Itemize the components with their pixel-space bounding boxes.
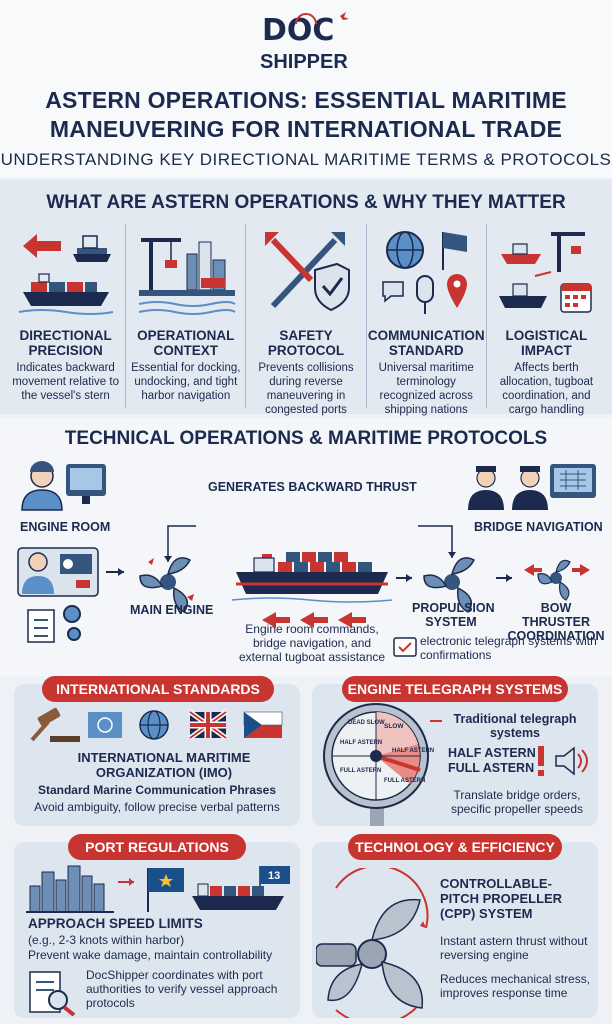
what-are-astern-section: WHAT ARE ASTERN OPERATIONS & WHY THEY MA… — [0, 180, 612, 430]
docshipper-logo: DOC SHIPPER — [256, 10, 356, 76]
monitor-check-icon — [393, 637, 417, 657]
document-magnifier-icon — [29, 971, 76, 1016]
page-subtitle: UNDERSTANDING KEY DIRECTIONAL MARITIME T… — [0, 150, 612, 169]
card3-text: Prevents collisions during reverse maneu… — [258, 362, 354, 416]
card2-text: Essential for docking, undocking, and ti… — [131, 362, 241, 402]
cpp-title: CONTROLLABLE-PITCH PROPELLER (CPP) SYSTE… — [440, 876, 563, 921]
engine-telegraph-pill: ENGINE TELEGRAPH SYSTEMS — [342, 676, 568, 702]
speed-example-text: (e.g., 2-3 knots within harbor) — [28, 933, 185, 947]
port-ship-icon: 13 — [192, 866, 290, 910]
technical-operations-section: TECHNICAL OPERATIONS & MARITIME PROTOCOL… — [0, 418, 612, 676]
header: DOC SHIPPER ASTERN OPERATIONS: ESSENTIAL… — [0, 0, 612, 178]
un-flag-icon — [88, 712, 122, 738]
czech-flag-icon — [243, 711, 283, 738]
pointer-arrow-icon — [430, 720, 442, 722]
propulsion-label: PROPULSION SYSTEM — [412, 601, 495, 629]
checklist-gear-icon — [27, 605, 81, 643]
approach-speed-title: APPROACH SPEED LIMITS — [28, 916, 203, 931]
tugboat-calendar-icon — [499, 232, 593, 313]
engine-room-label: ENGINE ROOM — [20, 520, 111, 534]
svg-text:FULL ASTERN: FULL ASTERN — [340, 768, 381, 774]
svg-text:HALF ASTERN: HALF ASTERN — [340, 740, 382, 746]
telegraph-dial-icon: SLOW HALF ASTERN HALF ASTERN FULL ASTERN… — [323, 703, 434, 826]
docshipper-coordinates-text: DocShipper coordinates with port authori… — [86, 968, 278, 1010]
traditional-telegraph-text: Traditional telegraph systems — [453, 712, 577, 740]
backward-thrust-label: GENERATES BACKWARD THRUST — [208, 480, 417, 494]
svg-text:SHIPPER: SHIPPER — [260, 51, 348, 73]
technology-efficiency-panel: TECHNOLOGY & EFFICIENCY CONTROLLABLE-PIT… — [312, 834, 598, 1018]
globe-microphone-icon — [382, 231, 468, 314]
telegraph-note-text: electronic telegraph systems with confir… — [420, 634, 597, 662]
page-title: ASTERN OPERATIONS: ESSENTIAL MARITIME MA… — [0, 86, 612, 144]
propulsion-propeller-icon — [423, 557, 476, 613]
avoid-ambiguity-text: Avoid ambiguity, follow precise verbal p… — [34, 800, 280, 814]
section2-title: TECHNICAL OPERATIONS & MARITIME PROTOCOL… — [64, 428, 548, 449]
prevent-wake-text: Prevent wake damage, maintain controllab… — [28, 948, 273, 962]
harbor-crane-icon — [138, 238, 236, 315]
main-engine-propeller-icon — [139, 557, 194, 613]
title-line-1: ASTERN OPERATIONS: ESSENTIAL MARITIME — [45, 87, 567, 113]
port-regulations-pill: PORT REGULATIONS — [68, 834, 246, 860]
port-skyline-icon: 13 — [26, 865, 290, 913]
control-panel-icon — [17, 547, 99, 597]
bow-thruster-label: BOW THRUSTER COORDINATION — [507, 601, 605, 643]
bridge-officers-icon — [468, 464, 596, 510]
engineer-icon — [21, 461, 63, 511]
international-standards-panel: INTERNATIONAL STANDARDS — [14, 676, 300, 826]
eu-flag-icon — [147, 868, 184, 912]
process-diagram — [17, 461, 596, 657]
half-astern-text: HALF ASTERN — [448, 746, 536, 760]
monitor-icon — [66, 464, 106, 504]
bridge-navigation-label: BRIDGE NAVIGATION — [474, 520, 603, 534]
svg-text:13: 13 — [268, 870, 280, 882]
uk-flag-icon — [188, 709, 228, 741]
svg-text:FULL ASTERN: FULL ASTERN — [384, 778, 425, 784]
logo-mark-icon: DOC SHIPPER — [260, 12, 349, 73]
port-regulations-panel: PORT REGULATIONS 13 — [14, 834, 300, 1018]
flags-row — [30, 707, 283, 742]
full-astern-text: FULL ASTERN — [448, 761, 535, 775]
international-standards-pill: INTERNATIONAL STANDARDS — [42, 676, 274, 702]
backward-arrows-icon — [262, 612, 366, 628]
svg-text:DEAD SLOW: DEAD SLOW — [348, 720, 385, 726]
card4-text: Universal maritime terminology recognize… — [378, 362, 474, 416]
main-engine-label: MAIN ENGINE — [130, 603, 214, 617]
shield-arrows-icon — [265, 232, 350, 312]
svg-text:HALF ASTERN: HALF ASTERN — [392, 748, 434, 754]
title-line-2: MANEUVERING FOR INTERNATIONAL TRADE — [49, 116, 563, 142]
technology-efficiency-pill: TECHNOLOGY & EFFICIENCY — [348, 834, 562, 860]
bow-thruster-icon — [524, 559, 590, 601]
instant-thrust-text: Instant astern thrust without reversing … — [440, 934, 588, 962]
reduces-stress-text: Reduces mechanical stress, improves resp… — [440, 972, 591, 1000]
section1-title: WHAT ARE ASTERN OPERATIONS & WHY THEY MA… — [46, 192, 566, 213]
translate-orders-text: Translate bridge orders, specific propel… — [450, 788, 584, 816]
gavel-icon — [30, 707, 80, 742]
cpp-propeller-icon — [316, 868, 429, 1018]
svg-text:SLOW: SLOW — [384, 723, 404, 730]
card1-text: Indicates backward movement relative to … — [12, 362, 119, 402]
alert-speaker-icon — [538, 746, 588, 776]
cargo-ship-icon — [231, 552, 393, 603]
smcp-text: Standard Marine Communication Phrases — [37, 783, 277, 797]
ship-backward-arrow-icon — [18, 234, 113, 315]
engine-telegraph-panel: ENGINE TELEGRAPH SYSTEMS SLOW HALF ASTER… — [312, 676, 598, 826]
imo-title: INTERNATIONAL MARITIME ORGANIZATION (IMO… — [77, 750, 251, 780]
globe-icon — [139, 710, 169, 740]
commands-text: Engine room commands, bridge navigation,… — [238, 622, 386, 664]
